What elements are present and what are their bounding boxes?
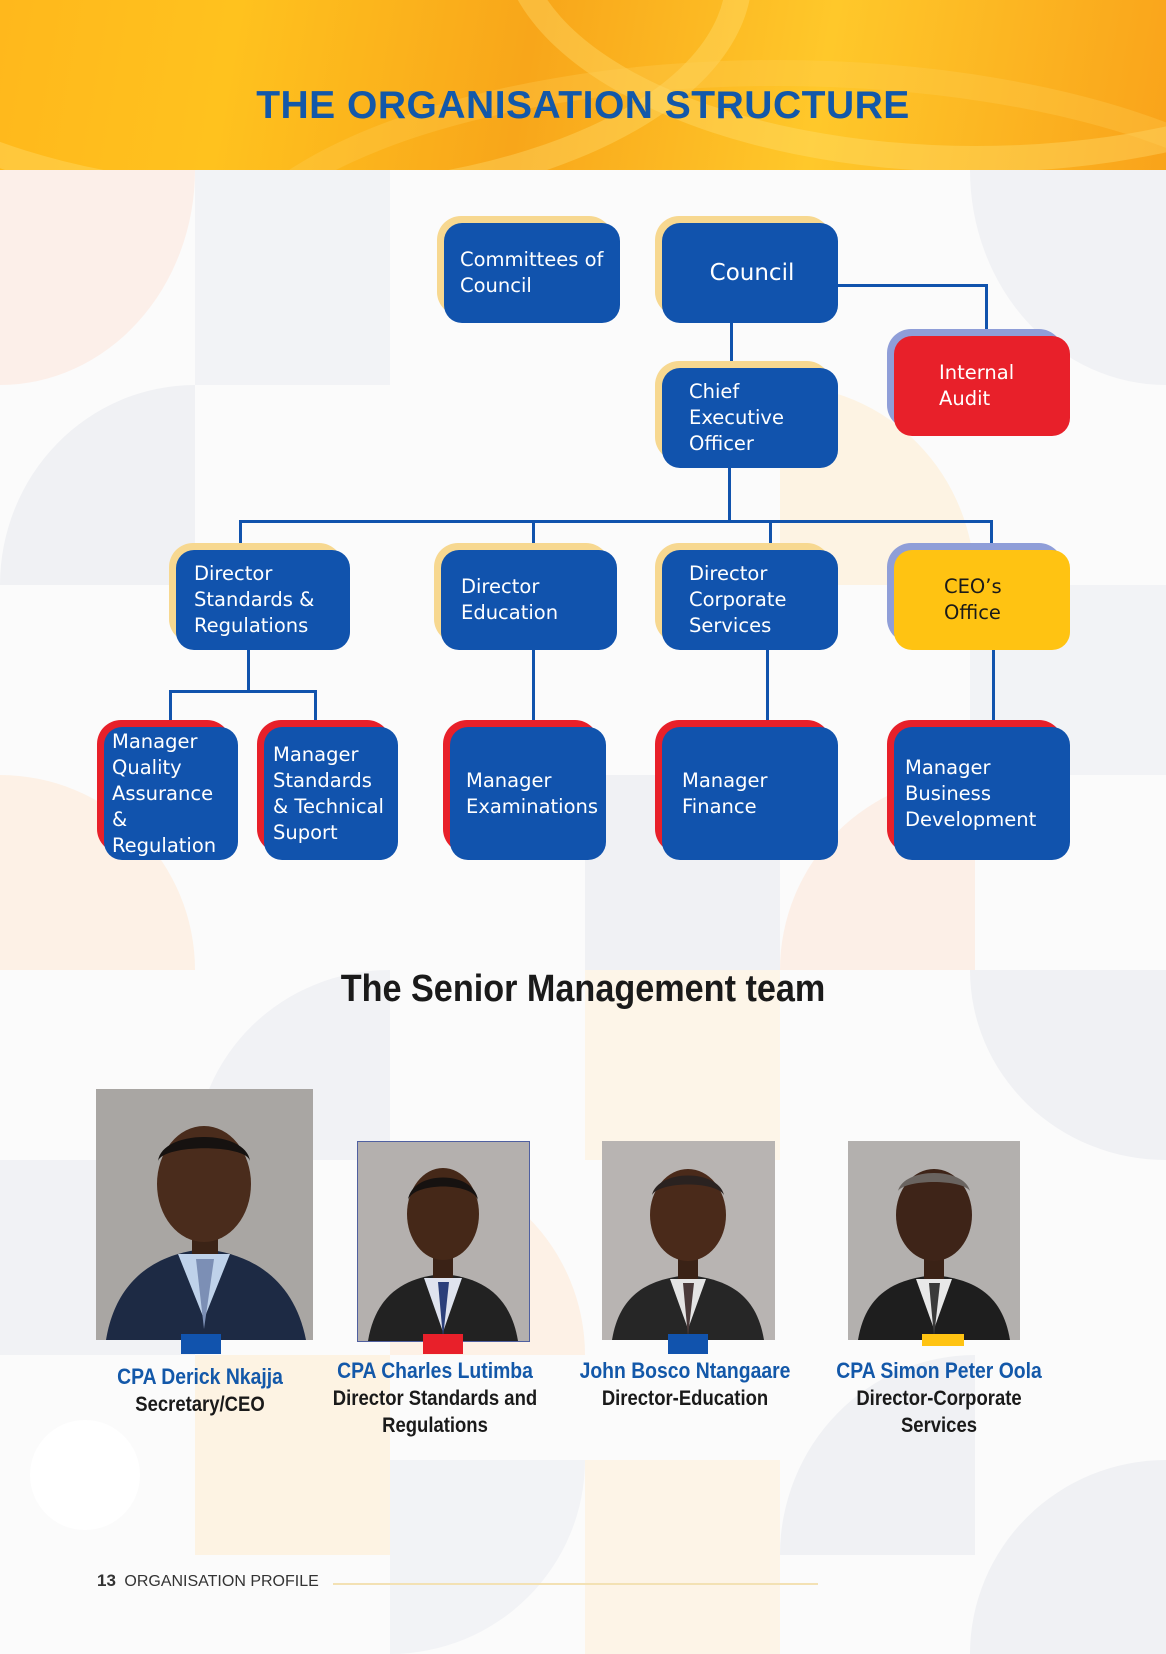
- connector-line: [247, 650, 250, 692]
- portrait-photo: [848, 1141, 1020, 1340]
- connector-line: [532, 520, 535, 553]
- member-caption: CPA Derick Nkajja Secretary/CEO: [94, 1363, 305, 1418]
- manager-examinations-box: Manager Examinations: [443, 720, 606, 860]
- connector-line: [766, 650, 769, 728]
- ceos-office-box: CEO’s Office: [887, 543, 1070, 650]
- manager-business-box: Manager Business Development: [887, 720, 1070, 860]
- connector-line: [239, 520, 242, 553]
- member-caption: CPA Simon Peter Oola Director-Corporate …: [816, 1357, 1062, 1439]
- director-standards-box: Director Standards & Regulations: [169, 543, 350, 650]
- connector-line: [985, 284, 988, 338]
- member-role: Secretary/CEO: [135, 1393, 265, 1416]
- member-role: Director-Education: [601, 1387, 769, 1410]
- section-name: ORGANISATION PROFILE: [124, 1573, 319, 1590]
- connector-line: [169, 690, 317, 693]
- committees-of-council-box: Committees of Council: [437, 216, 620, 323]
- manager-standards-box: Manager Standards & Technical Suport: [257, 720, 398, 860]
- color-tag: [668, 1334, 708, 1354]
- member-caption: John Bosco Ntangaare Director-Education: [579, 1357, 791, 1412]
- manager-finance-box: Manager Finance: [655, 720, 838, 860]
- ceo-box: Chief Executive Officer: [655, 361, 838, 468]
- member-name: CPA Derick Nkajja: [117, 1364, 283, 1389]
- senior-management-heading: The Senior Management team: [340, 968, 826, 1010]
- portrait-photo: [96, 1089, 313, 1340]
- header-banner: THE ORGANISATION STRUCTURE: [0, 0, 1166, 170]
- color-tag: [922, 1334, 964, 1346]
- internal-audit-box: Internal Audit: [887, 329, 1070, 436]
- member-name: John Bosco Ntangaare: [579, 1358, 791, 1383]
- connector-line: [314, 690, 317, 728]
- connector-line: [769, 520, 772, 553]
- member-name: CPA Charles Lutimba: [337, 1358, 533, 1383]
- member-role: Director Standards and Regulations: [332, 1387, 538, 1437]
- director-education-box: Director Education: [434, 543, 617, 650]
- color-tag: [181, 1334, 221, 1354]
- color-tag: [423, 1334, 463, 1354]
- member-name: CPA Simon Peter Oola: [836, 1358, 1042, 1383]
- portrait-photo: [357, 1141, 530, 1342]
- page-number: 13: [97, 1571, 116, 1590]
- footer-divider: [333, 1583, 818, 1585]
- member-role: Director-Corporate Services: [856, 1387, 1022, 1437]
- connector-line: [532, 650, 535, 728]
- director-corporate-box: Director Corporate Services: [655, 543, 838, 650]
- connector-line: [169, 690, 172, 728]
- council-box: Council: [655, 216, 838, 323]
- connector-line: [990, 520, 993, 553]
- connector-line: [728, 467, 731, 522]
- page-footer: 13 ORGANISATION PROFILE: [97, 1571, 319, 1591]
- member-caption: CPA Charles Lutimba Director Standards a…: [329, 1357, 540, 1439]
- connector-line: [730, 322, 733, 369]
- connector-line: [992, 650, 995, 728]
- connector-line: [837, 284, 987, 287]
- connector-line: [239, 520, 993, 523]
- page-title: THE ORGANISATION STRUCTURE: [256, 84, 910, 127]
- portrait-photo: [602, 1141, 775, 1340]
- manager-quality-box: Manager Quality Assurance & Regulation: [97, 720, 238, 860]
